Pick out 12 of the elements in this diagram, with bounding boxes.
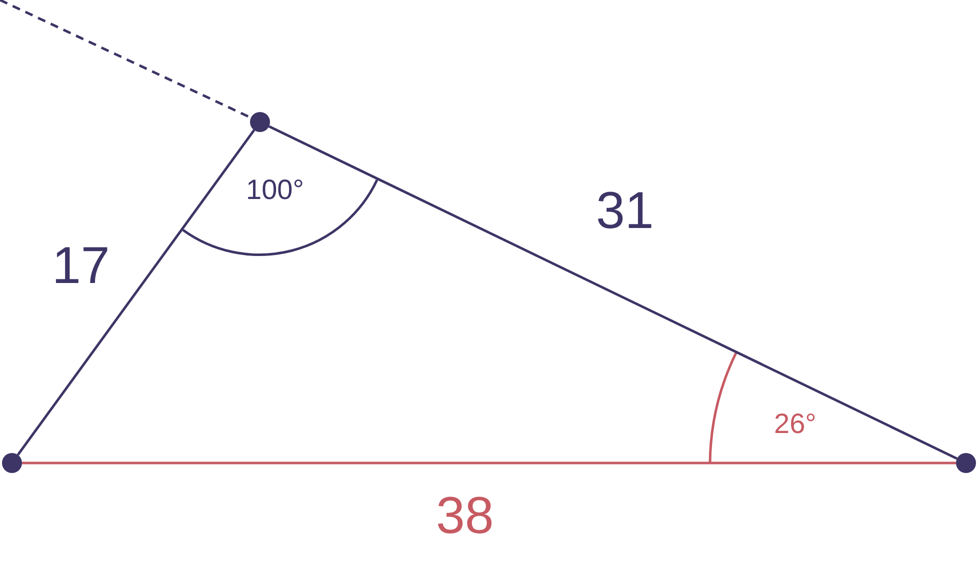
triangle-side <box>268 125 958 460</box>
angle-label: 100° <box>246 176 304 204</box>
triangle-side <box>16 129 256 456</box>
side-length-label: 31 <box>596 185 654 237</box>
vertex-dot <box>250 112 270 132</box>
angle-label: 26° <box>774 410 816 438</box>
triangle-side <box>22 462 956 464</box>
vertex-dot <box>956 453 976 473</box>
side-length-label: 38 <box>436 490 494 542</box>
vertex-dot <box>2 453 22 473</box>
side-length-label: 17 <box>52 240 110 292</box>
dashed-extension-line <box>0 0 252 119</box>
